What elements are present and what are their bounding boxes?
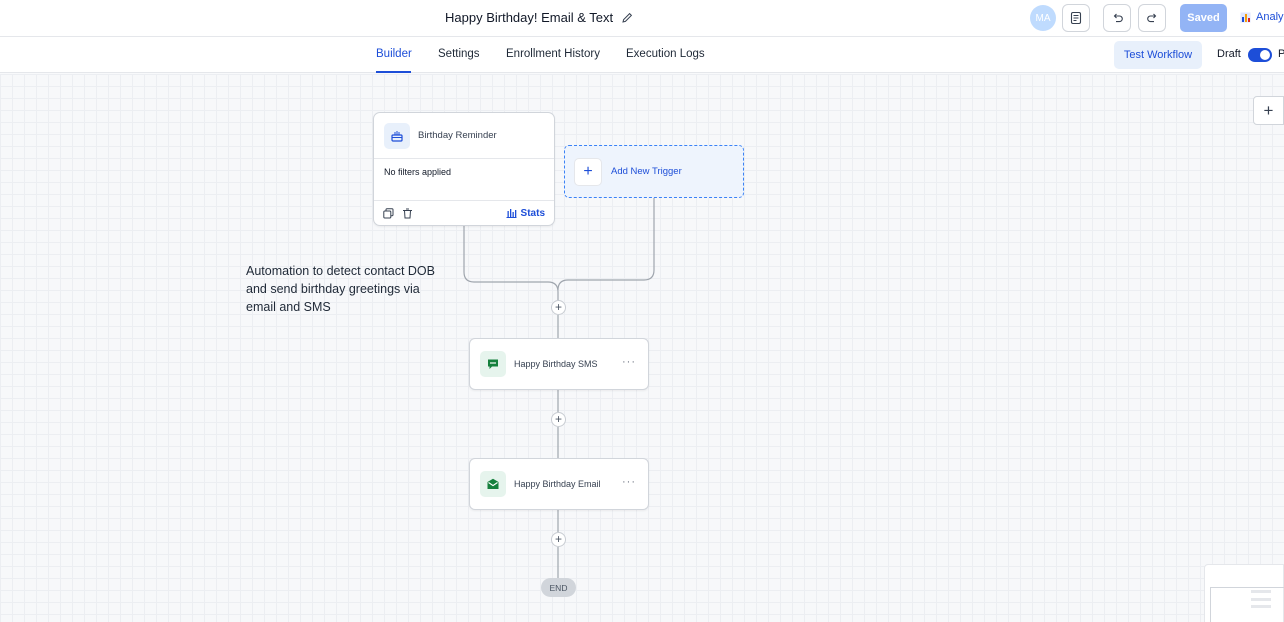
- zoom-in-button[interactable]: +: [1253, 96, 1284, 125]
- trigger-card-footer: Stats: [374, 201, 554, 225]
- workflow-title[interactable]: Happy Birthday! Email & Text: [445, 10, 633, 25]
- email-icon: [480, 471, 506, 497]
- analytics-label: Analy: [1256, 11, 1284, 23]
- undo-button[interactable]: [1103, 4, 1131, 32]
- edit-pencil-icon[interactable]: [621, 12, 633, 24]
- add-step-button[interactable]: +: [551, 532, 566, 547]
- workflow-doc-button[interactable]: [1062, 4, 1090, 32]
- user-avatar[interactable]: MA: [1030, 5, 1056, 31]
- test-workflow-button[interactable]: Test Workflow: [1114, 41, 1202, 69]
- document-list-icon: [1070, 11, 1082, 25]
- add-step-button[interactable]: +: [551, 300, 566, 315]
- analytics-button[interactable]: Analy: [1240, 11, 1284, 23]
- add-step-button[interactable]: +: [551, 412, 566, 427]
- undo-icon: [1113, 13, 1123, 22]
- top-header: Happy Birthday! Email & Text MA Saved: [0, 0, 1284, 37]
- trigger-card[interactable]: Birthday Reminder No filters applied: [373, 112, 555, 226]
- tab-bar: Builder Settings Enrollment History Exec…: [0, 37, 1284, 73]
- trigger-title: Birthday Reminder: [418, 130, 497, 141]
- minimap-node: [1251, 590, 1271, 593]
- tab-builder[interactable]: Builder: [376, 48, 412, 60]
- stats-label: Stats: [520, 207, 545, 219]
- action-label-sms: Happy Birthday SMS: [514, 359, 598, 369]
- birthday-cake-icon: [384, 122, 410, 149]
- minimap[interactable]: [1204, 564, 1284, 622]
- workflow-connectors: [463, 198, 655, 578]
- saved-button[interactable]: Saved: [1180, 4, 1227, 32]
- plus-icon: +: [574, 157, 602, 186]
- bar-chart-icon: [1240, 12, 1251, 22]
- tab-settings[interactable]: Settings: [438, 48, 480, 60]
- minimap-viewport: [1210, 587, 1284, 622]
- tab-enrollment-history[interactable]: Enrollment History: [506, 48, 600, 60]
- action-card-sms[interactable]: Happy Birthday SMS ···: [469, 338, 649, 390]
- copy-icon[interactable]: [383, 207, 394, 219]
- publish-label: P: [1278, 48, 1284, 60]
- more-options-icon[interactable]: ···: [622, 476, 636, 488]
- sms-icon: [480, 351, 506, 377]
- draft-publish-toggle[interactable]: [1248, 48, 1272, 62]
- toggle-knob: [1260, 50, 1270, 60]
- minimap-node: [1251, 605, 1271, 608]
- trigger-filters-text: No filters applied: [374, 159, 554, 201]
- action-label-email: Happy Birthday Email: [514, 479, 601, 489]
- tab-execution-logs[interactable]: Execution Logs: [626, 48, 705, 60]
- redo-button[interactable]: [1138, 4, 1166, 32]
- trash-icon[interactable]: [402, 208, 413, 219]
- workflow-title-text: Happy Birthday! Email & Text: [445, 10, 614, 25]
- stats-button[interactable]: Stats: [506, 208, 545, 219]
- draft-label: Draft: [1217, 48, 1241, 60]
- minimap-node: [1251, 598, 1271, 601]
- redo-icon: [1146, 13, 1156, 22]
- action-card-email[interactable]: Happy Birthday Email ···: [469, 458, 649, 510]
- trigger-card-header: Birthday Reminder: [374, 113, 554, 159]
- more-options-icon[interactable]: ···: [622, 356, 636, 368]
- add-new-trigger-label: Add New Trigger: [611, 166, 682, 177]
- stats-bar-icon: [506, 209, 517, 218]
- workflow-canvas[interactable]: Birthday Reminder No filters applied: [0, 74, 1284, 622]
- add-new-trigger-button[interactable]: + Add New Trigger: [564, 145, 744, 198]
- active-tab-indicator: [376, 71, 411, 73]
- end-node: END: [541, 578, 576, 597]
- workflow-note[interactable]: Automation to detect contact DOB and sen…: [246, 264, 435, 314]
